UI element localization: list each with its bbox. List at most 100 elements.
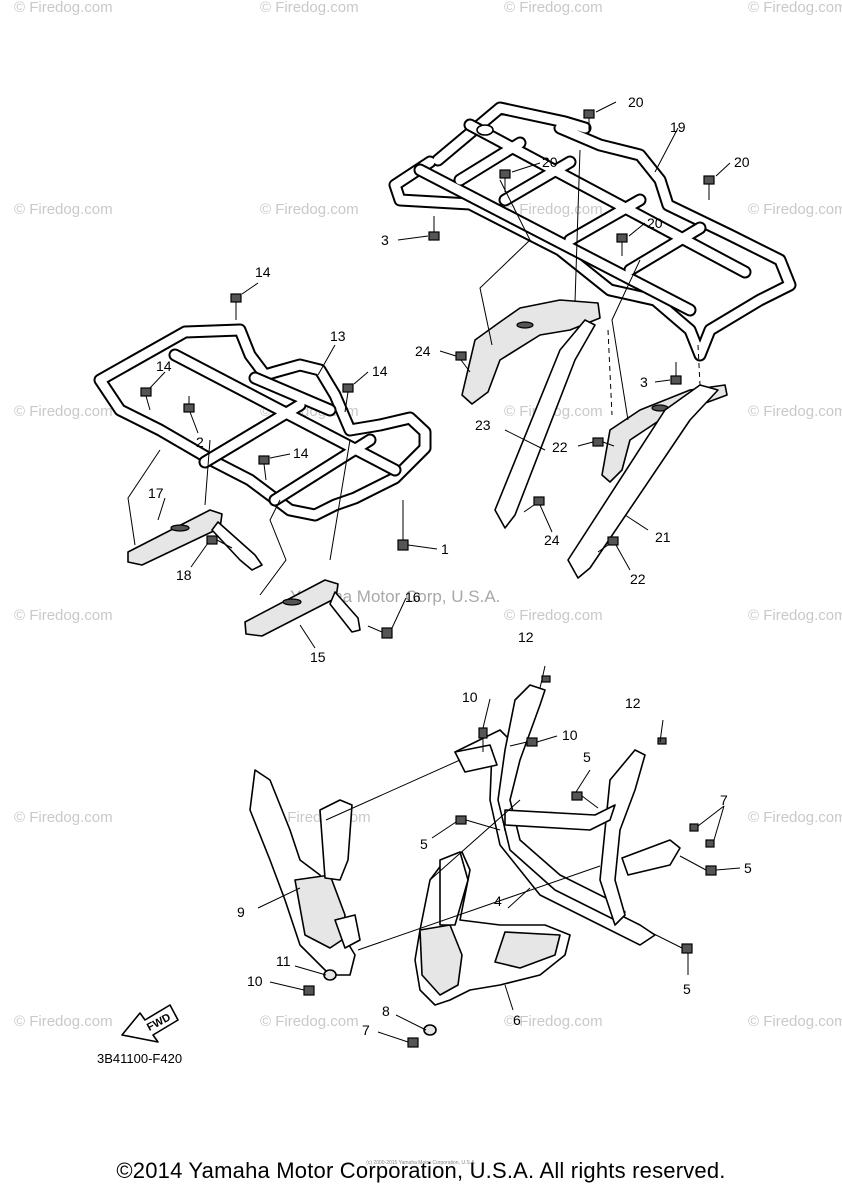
rear-carrier [388,101,797,362]
callout-10: 10 [462,689,478,705]
fine-print: (c) 2000-2015 Yamaha Motor Corporation, … [366,1160,476,1166]
watermark: © Firedog.com [14,403,113,420]
callout-9: 9 [237,904,245,920]
watermark: © Firedog.com [14,201,113,218]
callout-20: 20 [734,154,750,170]
fwd-arrow-icon: FWD [121,1004,179,1043]
leader-lines [127,101,741,1043]
callout-6: 6 [513,1012,521,1028]
bolt-icon [407,1037,419,1048]
callout-10: 10 [562,727,578,743]
bolt-icon [367,625,393,639]
callout-20: 20 [542,154,558,170]
callout-3: 3 [640,374,648,390]
callout-4: 4 [494,893,502,909]
bolt-icon [455,815,501,831]
bolt-icon [679,855,717,876]
watermark: © Firedog.com [748,403,842,420]
callout-17: 17 [148,485,164,501]
bolt-icon [183,396,195,413]
callout-16: 16 [405,589,421,605]
callout-15: 15 [310,649,326,665]
watermark: © Firedog.com [14,809,113,826]
callout-7: 7 [720,792,728,808]
watermark: © Firedog.com [748,1013,842,1030]
callout-21: 21 [655,529,671,545]
rear-carrier-brackets [461,299,728,579]
callout-12: 12 [518,629,534,645]
bolt-icon [649,931,693,954]
callout-1: 1 [441,541,449,557]
guard-right-6 [414,851,571,1006]
bolt-icon [597,536,619,553]
copyright-notice: ©2014 Yamaha Motor Corporation, U.S.A. A… [116,1158,726,1183]
watermark: © Firedog.com [260,201,359,218]
callout-24: 24 [415,343,431,359]
callout-3: 3 [381,232,389,248]
bolt-icon [140,387,152,411]
fasteners [140,109,717,1048]
callout-20: 20 [628,94,644,110]
front-carrier-brackets [127,509,361,637]
watermark-grid: © Firedog.com © Firedog.com © Firedog.co… [14,0,842,1030]
bolt-icon [230,293,242,320]
bolt-icon [703,175,715,200]
callouts: 20 19 20 20 20 3 24 3 23 22 24 21 22 14 … [148,94,752,1038]
bolt-icon [657,737,667,745]
bolt-icon [541,675,551,683]
callout-8: 8 [382,1003,390,1019]
callout-14: 14 [372,363,388,379]
bolt-icon [258,455,270,481]
watermark: © Firedog.com [14,1013,113,1030]
watermark: © Firedog.com [748,201,842,218]
rear-stay-23 [494,319,596,529]
callout-5: 5 [420,836,428,852]
bolt-icon [616,233,628,256]
bolt-icon [303,985,315,996]
bolt-icon [689,823,699,832]
bolt-icon [523,496,545,513]
callout-10: 10 [247,973,263,989]
callout-14: 14 [293,445,309,461]
bolt-icon [583,109,595,132]
bolt-icon [499,169,511,192]
watermark: © Firedog.com [260,1013,359,1030]
callout-20: 20 [647,215,663,231]
callout-5: 5 [683,981,691,997]
callout-14: 14 [156,358,172,374]
watermark: © Firedog.com [748,809,842,826]
watermark: © Firedog.com [504,607,603,624]
callout-2: 2 [196,434,204,450]
watermark: © Firedog.com [504,1013,603,1030]
watermark: © Firedog.com [504,0,603,16]
callout-23: 23 [475,417,491,433]
callout-7: 7 [362,1022,370,1038]
rear-stay-21 [567,384,719,579]
watermark: © Firedog.com [748,0,842,16]
bolt-icon [670,362,682,385]
front-carrier [93,323,432,522]
bolt-icon [571,791,599,809]
callout-13: 13 [330,328,346,344]
bolt-icon [342,383,354,413]
carrier-hole [476,124,494,136]
callout-18: 18 [176,567,192,583]
bolt-icon [428,216,440,241]
callout-22: 22 [630,571,646,587]
washer-icon [423,1024,437,1036]
callout-24: 24 [544,532,560,548]
watermark: © Firedog.com [748,607,842,624]
bolt-icon [206,535,233,549]
watermark: © Firedog.com [14,607,113,624]
bolt-icon [705,839,715,848]
callout-5: 5 [583,749,591,765]
callout-11: 11 [276,953,291,969]
callout-14: 14 [255,264,271,280]
callout-12: 12 [625,695,641,711]
callout-22: 22 [552,439,568,455]
bolt-icon [455,351,471,373]
watermark: © Firedog.com [260,0,359,16]
figure-code: 3B41100-F420 [97,1051,182,1066]
callout-5: 5 [744,860,752,876]
